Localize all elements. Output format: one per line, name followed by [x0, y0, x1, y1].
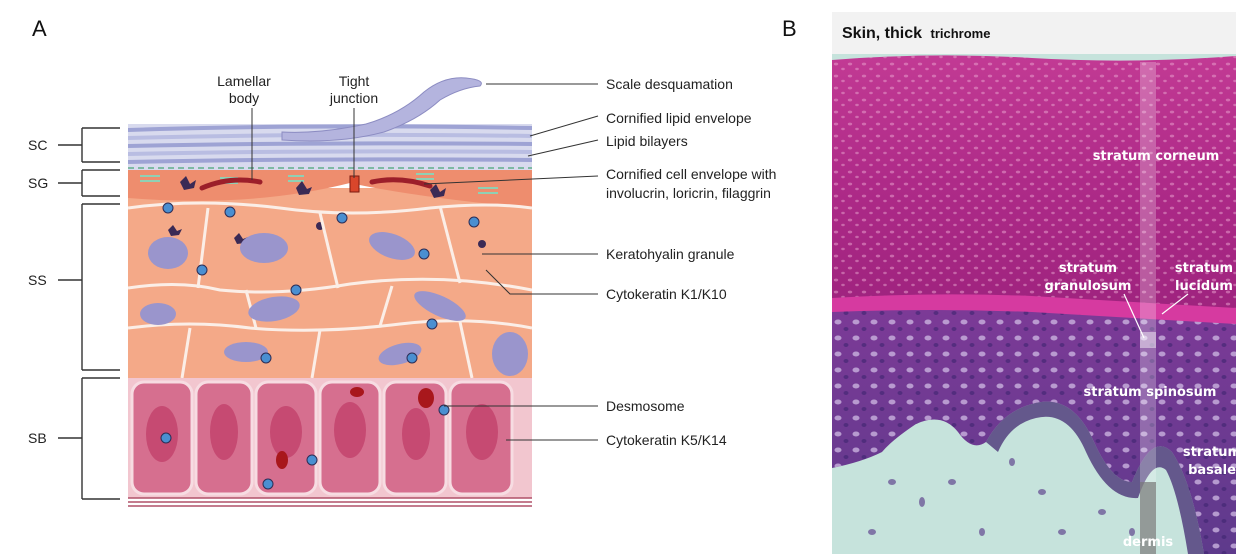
basal-cells [132, 382, 512, 494]
lamellar-body-label-line1: Lamellar [217, 73, 271, 89]
layer-label-ss: SS [28, 272, 47, 288]
label-stratum-basale-line1: stratum [1183, 445, 1236, 460]
layer-label-sc: SC [28, 137, 47, 153]
lamellar-body-label-line2: body [229, 90, 259, 106]
tight-junction [350, 176, 359, 192]
histology-title: Skin, thick trichrome [842, 25, 990, 42]
epidermis-schematic: SC SG SS SB [20, 58, 790, 522]
label-stratum-corneum: stratum corneum [1093, 149, 1220, 164]
histology-micrograph: Skin, thick trichrome stratum corneum st… [832, 12, 1236, 554]
callout-cytokeratin-k5-k14: Cytokeratin K5/K14 [606, 432, 727, 448]
tight-junction-label-line2: junction [329, 90, 378, 106]
callout-keratohyalin-granule: Keratohyalin granule [606, 246, 735, 262]
label-stratum-spinosum: stratum spinosum [1084, 385, 1217, 400]
callout-cornified-cell-envelope-line2: involucrin, loricrin, filaggrin [606, 185, 771, 201]
callout-desmosome: Desmosome [606, 398, 685, 414]
layer-label-sg: SG [28, 175, 48, 191]
layer-label-sb: SB [28, 430, 47, 446]
callout-lipid-bilayers: Lipid bilayers [606, 133, 688, 149]
basement-membrane [128, 498, 532, 506]
panel-b-letter: B [782, 16, 797, 42]
label-stratum-granulosum-line1: stratum [1059, 261, 1117, 276]
label-stratum-lucidum-line1: stratum [1175, 261, 1233, 276]
tissue-illustration [128, 124, 532, 506]
callout-cornified-lipid-envelope: Cornified lipid envelope [606, 110, 752, 126]
callout-cytokeratin-k1-k10: Cytokeratin K1/K10 [606, 286, 727, 302]
panel-a-letter: A [32, 16, 47, 42]
spinous-layer [128, 188, 532, 378]
label-stratum-basale-line2: basale [1188, 463, 1236, 478]
tight-junction-label-line1: Tight [339, 73, 370, 89]
label-dermis: dermis [1123, 535, 1174, 550]
label-stratum-lucidum-line2: lucidum [1175, 279, 1233, 294]
callout-cornified-cell-envelope-line1: Cornified cell envelope with [606, 166, 776, 182]
callout-scale-desquamation: Scale desquamation [606, 76, 733, 92]
label-stratum-granulosum-line2: granulosum [1045, 279, 1132, 294]
layer-brackets [58, 128, 120, 499]
layer-guide-column [1140, 62, 1156, 554]
